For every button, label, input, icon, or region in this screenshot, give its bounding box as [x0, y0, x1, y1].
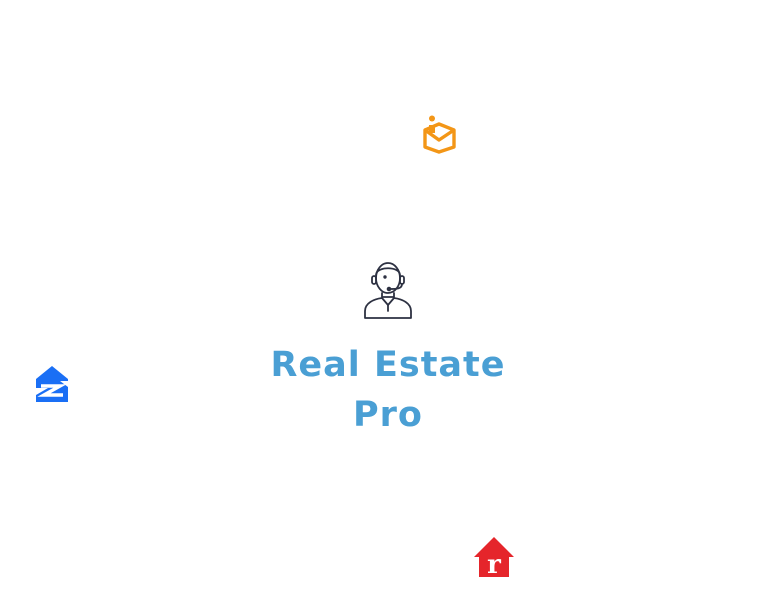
trulia-logo-icon [423, 115, 456, 154]
realtor-logo-icon: r [474, 537, 514, 578]
title-line-2: Pro [353, 395, 423, 435]
page-title: Real Estate Pro [240, 340, 536, 440]
title-line-1: Real Estate [270, 345, 506, 385]
svg-text:r: r [487, 550, 501, 578]
zillow-logo-icon [36, 366, 68, 402]
support-agent-icon [364, 262, 412, 319]
